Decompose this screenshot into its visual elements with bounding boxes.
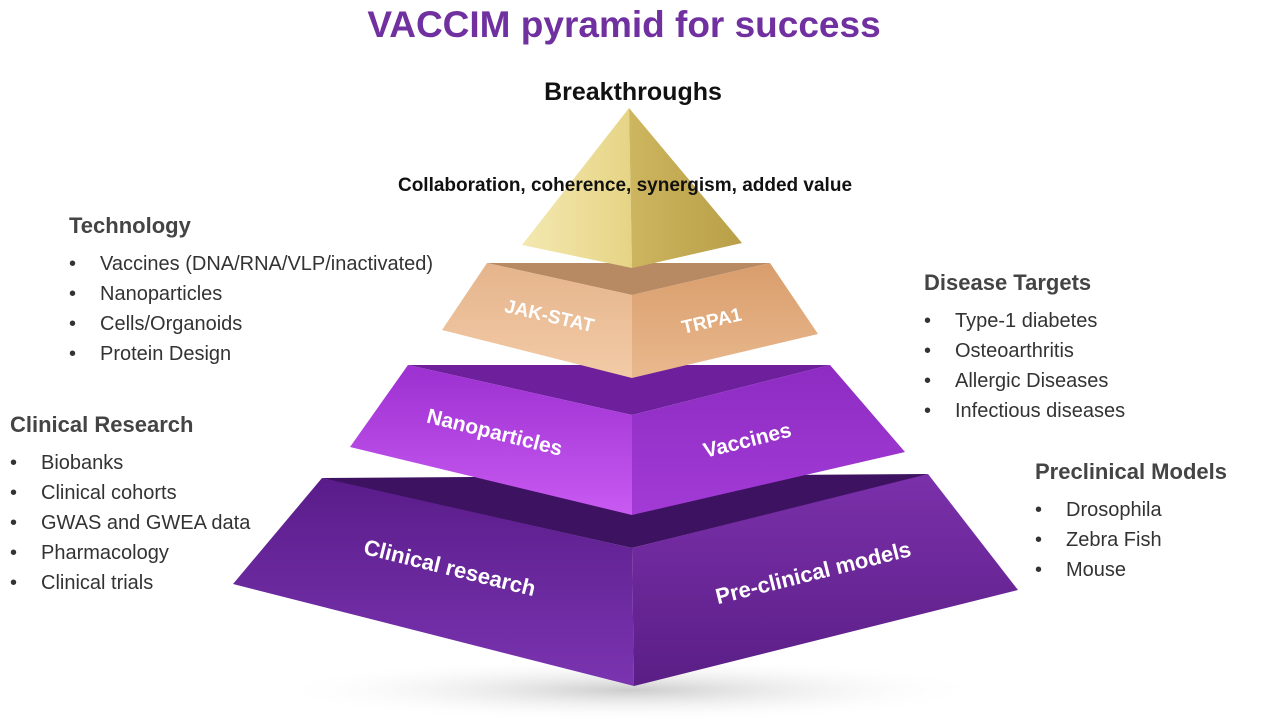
middle-tier-top-face [408, 365, 830, 415]
clinical-research-group: Clinical Research Biobanks Clinical coho… [10, 412, 250, 598]
base-tier-left-face [233, 478, 634, 686]
apex-left-face [522, 108, 632, 268]
signaling-tier-left-face [442, 263, 632, 378]
list-item: Clinical cohorts [10, 478, 250, 508]
apex-caption: Collaboration, coherence, synergism, add… [397, 175, 853, 196]
base-tier-right-face [632, 474, 1018, 686]
list-item: Clinical trials [10, 568, 250, 598]
list-item: Allergic Diseases [924, 366, 1125, 396]
disease-targets-heading: Disease Targets [924, 270, 1092, 295]
clinical-research-list: Biobanks Clinical cohorts GWAS and GWEA … [10, 448, 250, 598]
list-item: Pharmacology [10, 538, 250, 568]
diagram-title: VACCIM pyramid for success [367, 4, 881, 45]
list-item: Zebra Fish [1035, 525, 1227, 555]
signaling-tier-right-face [632, 263, 818, 378]
list-item: Cells/Organoids [69, 309, 433, 339]
clinical-research-heading: Clinical Research [10, 412, 194, 437]
list-item: Type-1 diabetes [924, 306, 1125, 336]
technology-heading: Technology [69, 213, 191, 238]
apex-right-face [629, 108, 742, 268]
middle-tier-right-face [632, 365, 905, 515]
list-item: Protein Design [69, 339, 433, 369]
list-item: Biobanks [10, 448, 250, 478]
list-item: Nanoparticles [69, 279, 433, 309]
technology-group: Technology Vaccines (DNA/RNA/VLP/inactiv… [69, 213, 433, 369]
preclinical-models-group: Preclinical Models Drosophila Zebra Fish… [1035, 459, 1227, 585]
floor-shadow [270, 658, 990, 722]
technology-list: Vaccines (DNA/RNA/VLP/inactivated) Nanop… [69, 249, 433, 369]
list-item: Mouse [1035, 555, 1227, 585]
preclinical-models-list: Drosophila Zebra Fish Mouse [1035, 495, 1227, 585]
list-item: Vaccines (DNA/RNA/VLP/inactivated) [69, 249, 433, 279]
preclinical-models-heading: Preclinical Models [1035, 459, 1227, 484]
disease-targets-group: Disease Targets Type-1 diabetes Osteoart… [924, 270, 1125, 426]
list-item: GWAS and GWEA data [10, 508, 250, 538]
apex-label: Breakthroughs [544, 78, 722, 106]
list-item: Infectious diseases [924, 396, 1125, 426]
list-item: Drosophila [1035, 495, 1227, 525]
disease-targets-list: Type-1 diabetes Osteoarthritis Allergic … [924, 306, 1125, 426]
middle-tier-left-face [350, 365, 632, 515]
signaling-tier-top-face [487, 263, 770, 295]
list-item: Osteoarthritis [924, 336, 1125, 366]
